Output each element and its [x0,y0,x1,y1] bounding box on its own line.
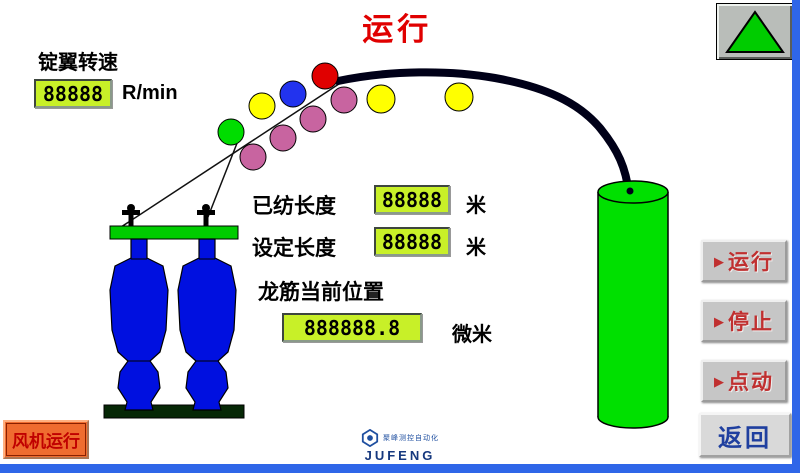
page-up-button[interactable] [716,3,793,60]
flyer-speed-readout: 88888 R/min [34,79,178,108]
play-icon: ▶ [714,313,724,329]
spun-length-unit: 米 [466,195,486,217]
play-icon: ▶ [714,253,724,269]
flyer-speed-unit: R/min [122,82,178,104]
guide-wheels [217,62,474,171]
yarn-path [334,68,633,198]
stop-button-label: 停止 [728,311,774,334]
takeup-bobbin [597,180,669,429]
guide-wheel-green [217,118,245,146]
bobbin-bottle [177,238,237,411]
spun-length-label: 已纺长度 [252,195,336,218]
bobbin-bottle [109,238,169,411]
machine-base [103,404,245,419]
spun-length-value: 88888 [374,185,450,214]
guide-wheel-pink [239,143,267,171]
guide-wheel-yellow [248,92,276,120]
flyer-speed-label: 锭翼转速 [38,52,118,74]
fan-run-button-label: 风机运行 [12,432,80,451]
guide-wheel-pink [299,105,327,133]
run-button-label: 运行 [728,251,774,274]
window-frame-right [792,0,800,473]
jog-button[interactable]: ▶ 点动 [701,360,787,402]
machine-beam [109,225,239,240]
guide-wheel-pink [269,124,297,152]
rail-position-unit: 微米 [452,324,492,346]
page-title: 运行 [362,12,433,47]
stop-button[interactable]: ▶ 停止 [701,300,787,342]
guide-wheel-pink [330,86,358,114]
guide-wheel-yellow [366,84,396,114]
set-length-unit: 米 [466,237,486,259]
guide-wheel-blue [279,80,307,108]
flyer-speed-value: 88888 [34,79,112,108]
rail-position-value: 888888.8 [282,313,422,342]
spinning-frame [103,204,245,419]
back-button[interactable]: 返回 [699,413,791,457]
fan-run-button[interactable]: 风机运行 [3,420,89,459]
set-length-label: 设定长度 [252,237,336,260]
spindle-top [197,204,215,226]
up-arrow-icon [724,9,785,53]
set-length-value[interactable]: 88888 [374,227,450,256]
spindle-top [122,204,140,226]
yarn-tail [626,187,634,195]
window-frame-bottom [0,464,800,473]
back-button-label: 返回 [718,424,772,452]
jog-button-label: 点动 [728,371,774,394]
guide-wheel-red [311,62,339,90]
play-icon: ▶ [714,373,724,389]
guide-wheel-yellow [444,82,474,112]
rail-position-label: 龙筋当前位置 [258,281,384,304]
run-button[interactable]: ▶ 运行 [701,240,787,282]
